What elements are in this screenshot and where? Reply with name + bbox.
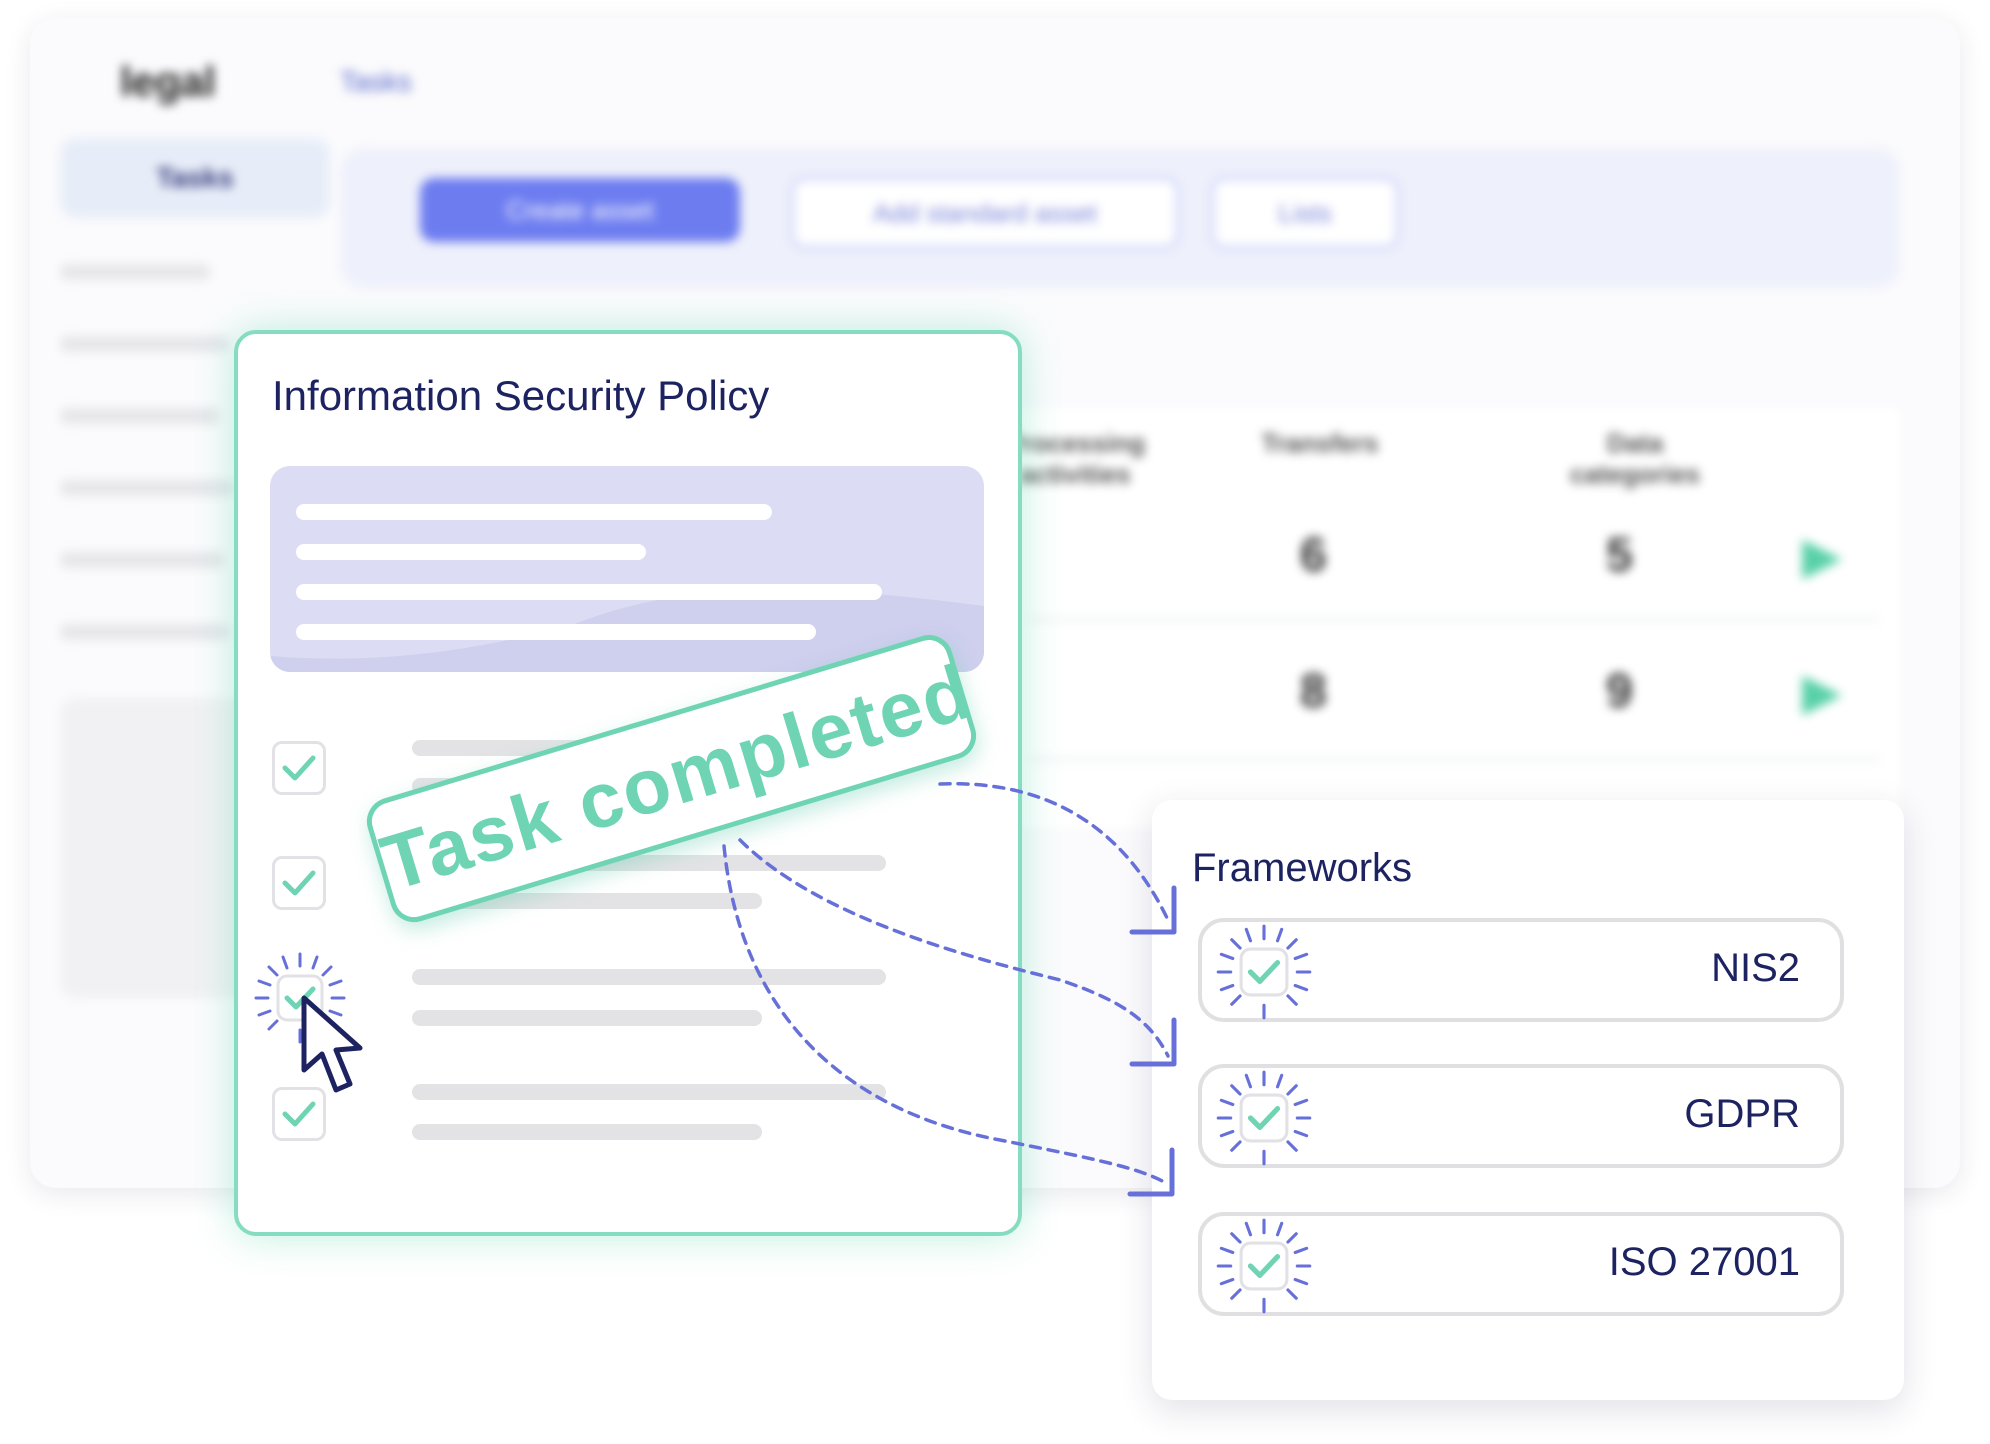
task-checkbox[interactable] <box>272 856 326 910</box>
preview-line <box>296 624 816 640</box>
framework-item-iso-27001[interactable] <box>1198 1212 1844 1316</box>
check-icon <box>282 755 316 781</box>
table-cell-data-categories: 9 <box>1606 665 1633 718</box>
task-checkbox[interactable] <box>272 741 326 795</box>
table-divider <box>1030 618 1880 621</box>
task-text-line <box>412 1084 886 1100</box>
preview-wave <box>270 589 984 672</box>
task-text-line <box>412 969 886 985</box>
document-preview[interactable] <box>270 466 984 672</box>
framework-label: GDPR <box>1684 1092 1800 1136</box>
lists-button[interactable]: Lists <box>1210 176 1400 250</box>
task-text-line <box>412 1010 762 1026</box>
sidebar-item[interactable] <box>60 336 230 352</box>
check-icon <box>282 870 316 896</box>
frameworks-title: Frameworks <box>1192 846 1413 890</box>
cursor-pointer-icon <box>301 995 363 1093</box>
table-header: Processing activities <box>1004 428 1146 489</box>
table-header: Data categories <box>1569 428 1701 489</box>
sidebar-item[interactable] <box>60 408 220 424</box>
sidebar-item[interactable] <box>60 624 230 640</box>
create-asset-button[interactable]: Create asset <box>420 178 740 242</box>
sidebar-item[interactable] <box>60 552 225 568</box>
preview-line <box>296 584 882 600</box>
table-cell-data-categories: 5 <box>1606 529 1633 582</box>
framework-label: ISO 27001 <box>1608 1240 1800 1284</box>
table-header: Transfers <box>1261 428 1379 458</box>
add-standard-asset-button[interactable]: Add standard asset <box>790 176 1180 250</box>
table-cell-transfers: 6 <box>1300 529 1327 582</box>
policy-title: Information Security Policy <box>272 372 770 419</box>
background-app-content: legal Tasks Tasks Create asset Add stand… <box>30 18 1960 1188</box>
table-divider <box>1030 758 1880 761</box>
chevron-right-icon[interactable]: ▶ <box>1802 527 1842 585</box>
breadcrumb[interactable]: Tasks <box>340 66 412 97</box>
chevron-right-icon[interactable]: ▶ <box>1802 663 1842 721</box>
sidebar-item[interactable] <box>60 264 210 280</box>
task-checkbox[interactable] <box>272 1087 326 1141</box>
preview-line <box>296 544 646 560</box>
sparkle-check-icon <box>1216 924 1312 1020</box>
check-icon <box>282 1101 316 1127</box>
sparkle-check-icon <box>1216 1218 1312 1314</box>
framework-item-nis2[interactable] <box>1198 918 1844 1022</box>
app-logo: legal <box>120 58 216 105</box>
sparkle-check-icon <box>1216 1070 1312 1166</box>
task-text-line <box>412 1124 762 1140</box>
sidebar-item-tasks[interactable]: Tasks <box>60 138 330 218</box>
sidebar-item[interactable] <box>60 480 235 496</box>
framework-label: NIS2 <box>1711 946 1800 990</box>
framework-item-gdpr[interactable] <box>1198 1064 1844 1168</box>
preview-line <box>296 504 772 520</box>
table-cell-transfers: 8 <box>1300 665 1327 718</box>
